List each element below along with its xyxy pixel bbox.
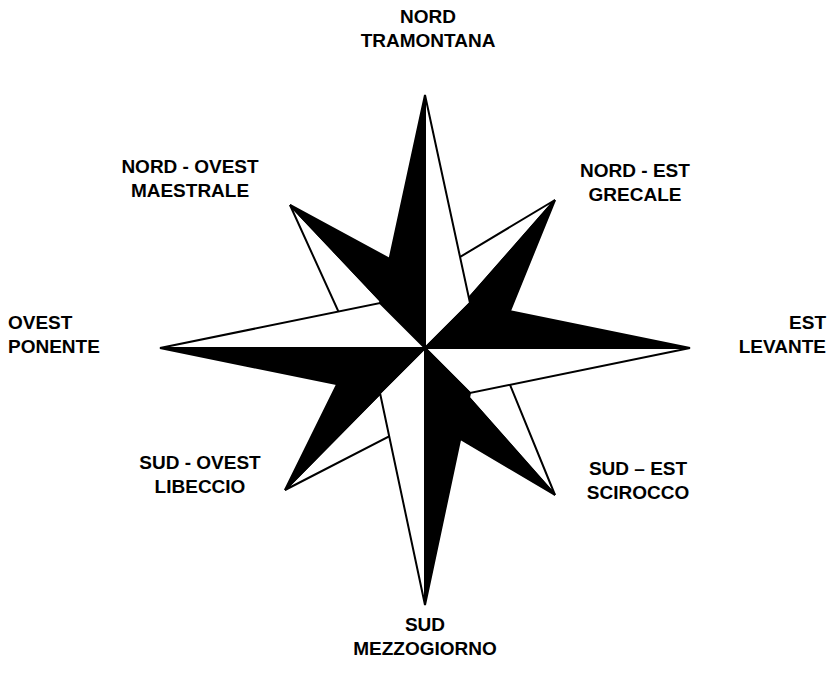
wind-name: SCIROCCO — [587, 482, 689, 504]
direction-label: EST — [789, 312, 826, 334]
direction-label: SUD — [405, 614, 445, 636]
wind-name: TRAMONTANA — [361, 30, 496, 52]
direction-label: NORD - EST — [580, 160, 690, 182]
wind-name: GRECALE — [589, 184, 682, 206]
wind-name: LIBECCIO — [155, 476, 246, 498]
direction-label: NORD - OVEST — [121, 156, 258, 178]
wind-name: MEZZOGIORNO — [353, 638, 497, 660]
direction-label: SUD – EST — [589, 458, 687, 480]
direction-label: SUD - OVEST — [139, 452, 260, 474]
wind-name: LEVANTE — [739, 336, 826, 358]
wind-name: PONENTE — [8, 336, 100, 358]
direction-label: OVEST — [8, 312, 72, 334]
direction-label: NORD — [400, 6, 456, 28]
wind-name: MAESTRALE — [131, 180, 249, 202]
